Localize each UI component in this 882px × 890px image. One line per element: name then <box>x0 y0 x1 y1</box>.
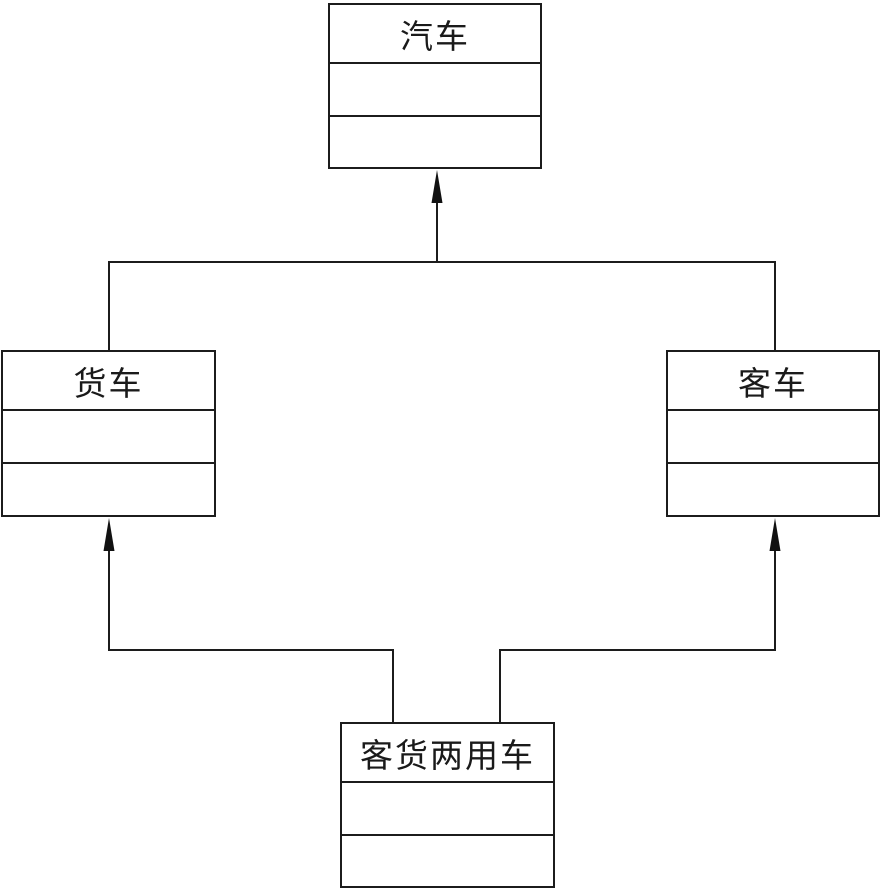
operations-compartment <box>342 836 553 886</box>
generalization-line-dual-to-passenger <box>499 546 776 722</box>
operations-compartment <box>330 117 540 167</box>
operations-compartment <box>668 464 878 515</box>
class-name-truck: 货车 <box>3 352 214 411</box>
operations-compartment <box>3 464 214 515</box>
arrowhead-to-automobile-icon <box>431 170 443 203</box>
class-name-passenger-vehicle: 客车 <box>668 352 878 411</box>
class-box-passenger-vehicle: 客车 <box>666 350 880 517</box>
class-name-dual-purpose-vehicle: 客货两用车 <box>342 724 553 783</box>
attributes-compartment <box>330 64 540 117</box>
class-box-dual-purpose-vehicle: 客货两用车 <box>340 722 555 888</box>
class-box-truck: 货车 <box>1 350 216 517</box>
class-box-automobile: 汽车 <box>328 3 542 169</box>
attributes-compartment <box>342 783 553 836</box>
generalization-rail-to-automobile <box>108 261 776 350</box>
arrowhead-to-passenger-icon <box>769 518 781 551</box>
arrowhead-to-truck-icon <box>103 518 115 551</box>
class-name-automobile: 汽车 <box>330 5 540 64</box>
attributes-compartment <box>668 411 878 464</box>
attributes-compartment <box>3 411 214 464</box>
generalization-line-dual-to-truck <box>108 546 394 722</box>
